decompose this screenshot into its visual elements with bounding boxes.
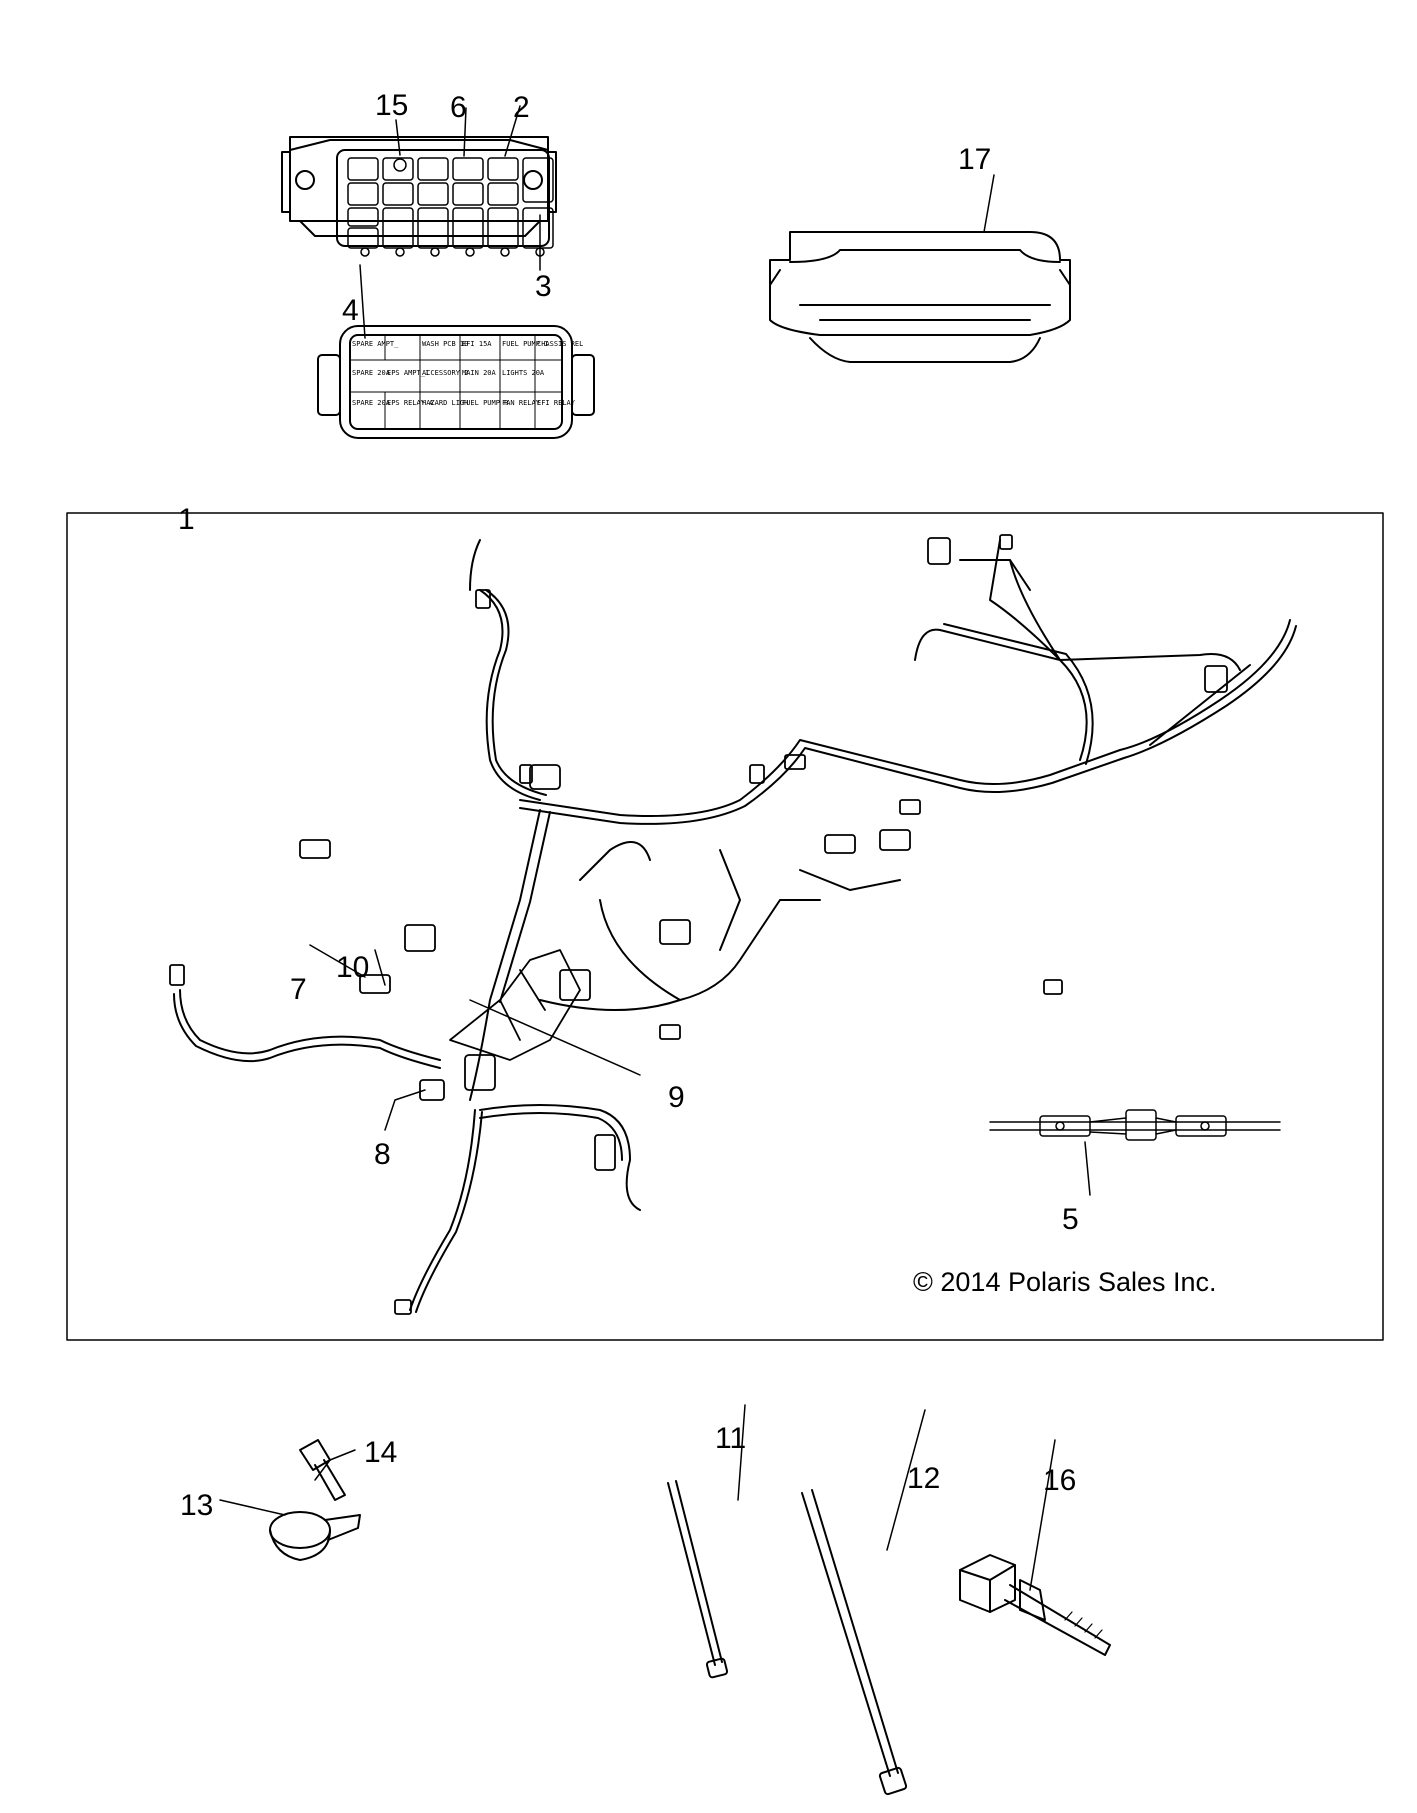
callout-14: 14 bbox=[364, 1436, 398, 1469]
fuse-cover-label: SPARE AMPT_ bbox=[352, 340, 399, 348]
fuse-cover-label: FUEL PUMP R bbox=[462, 399, 509, 407]
fuse-cover-label: FUEL PUMP 1 bbox=[502, 340, 548, 348]
fuse-cover-label: EFI 15A bbox=[462, 340, 492, 348]
fuse-cover-label: EFI RELAY bbox=[537, 399, 576, 407]
callout-8: 8 bbox=[374, 1138, 391, 1171]
fuse-cover-label: MAIN 20A bbox=[462, 369, 497, 377]
fuse-cover-label: LIGHTS 20A bbox=[502, 369, 545, 377]
fuse-cover-label: WASH PCB 10 bbox=[422, 340, 468, 348]
fuse-cover-label: SPARE 20A bbox=[352, 399, 391, 407]
inline-connector bbox=[989, 1109, 1281, 1196]
callout-5: 5 bbox=[1062, 1203, 1079, 1236]
callout-9: 9 bbox=[668, 1081, 685, 1114]
callout-15: 15 bbox=[375, 89, 409, 122]
cable-tie-short bbox=[667, 1480, 729, 1679]
harness-frame bbox=[66, 512, 1384, 1341]
callout-17: 17 bbox=[958, 143, 992, 176]
fuse-box-open bbox=[281, 105, 557, 271]
cable-tie-long bbox=[801, 1489, 908, 1796]
fuse-cover-label: SPARE 20A bbox=[352, 369, 391, 377]
callout-13: 13 bbox=[180, 1489, 214, 1522]
relay-box-lid bbox=[769, 174, 1071, 363]
fuse-cover-label: CHASSIS REL bbox=[537, 340, 583, 348]
fuse-cover-label: EPS AMPT_1 bbox=[387, 369, 429, 377]
fuse-cover-label: ACCESSORY 2 bbox=[422, 369, 468, 377]
push-mount-tie bbox=[959, 1554, 1111, 1656]
callout-4: 4 bbox=[342, 294, 359, 327]
harness-connectors bbox=[169, 534, 1228, 1315]
callout-1: 1 bbox=[178, 503, 195, 536]
fuse-cover-label: FAN RELAY bbox=[502, 399, 541, 407]
callout-6: 6 bbox=[450, 91, 467, 124]
callout-10: 10 bbox=[336, 951, 370, 984]
callout-7: 7 bbox=[290, 973, 307, 1006]
callout-3: 3 bbox=[535, 270, 552, 303]
callout-12: 12 bbox=[907, 1462, 941, 1495]
main-wiring-harness bbox=[173, 539, 1297, 1313]
fuse-cover-label: EPS RELAY A bbox=[387, 399, 434, 407]
fuse-cover-label: HAZARD LIGH bbox=[422, 399, 468, 407]
callout-16: 16 bbox=[1043, 1464, 1077, 1497]
callout-2: 2 bbox=[513, 91, 530, 124]
p-clamp bbox=[269, 1511, 361, 1561]
callout-11: 11 bbox=[715, 1422, 747, 1455]
copyright-notice: © 2014 Polaris Sales Inc. bbox=[913, 1267, 1217, 1297]
hex-bolt bbox=[299, 1439, 346, 1501]
